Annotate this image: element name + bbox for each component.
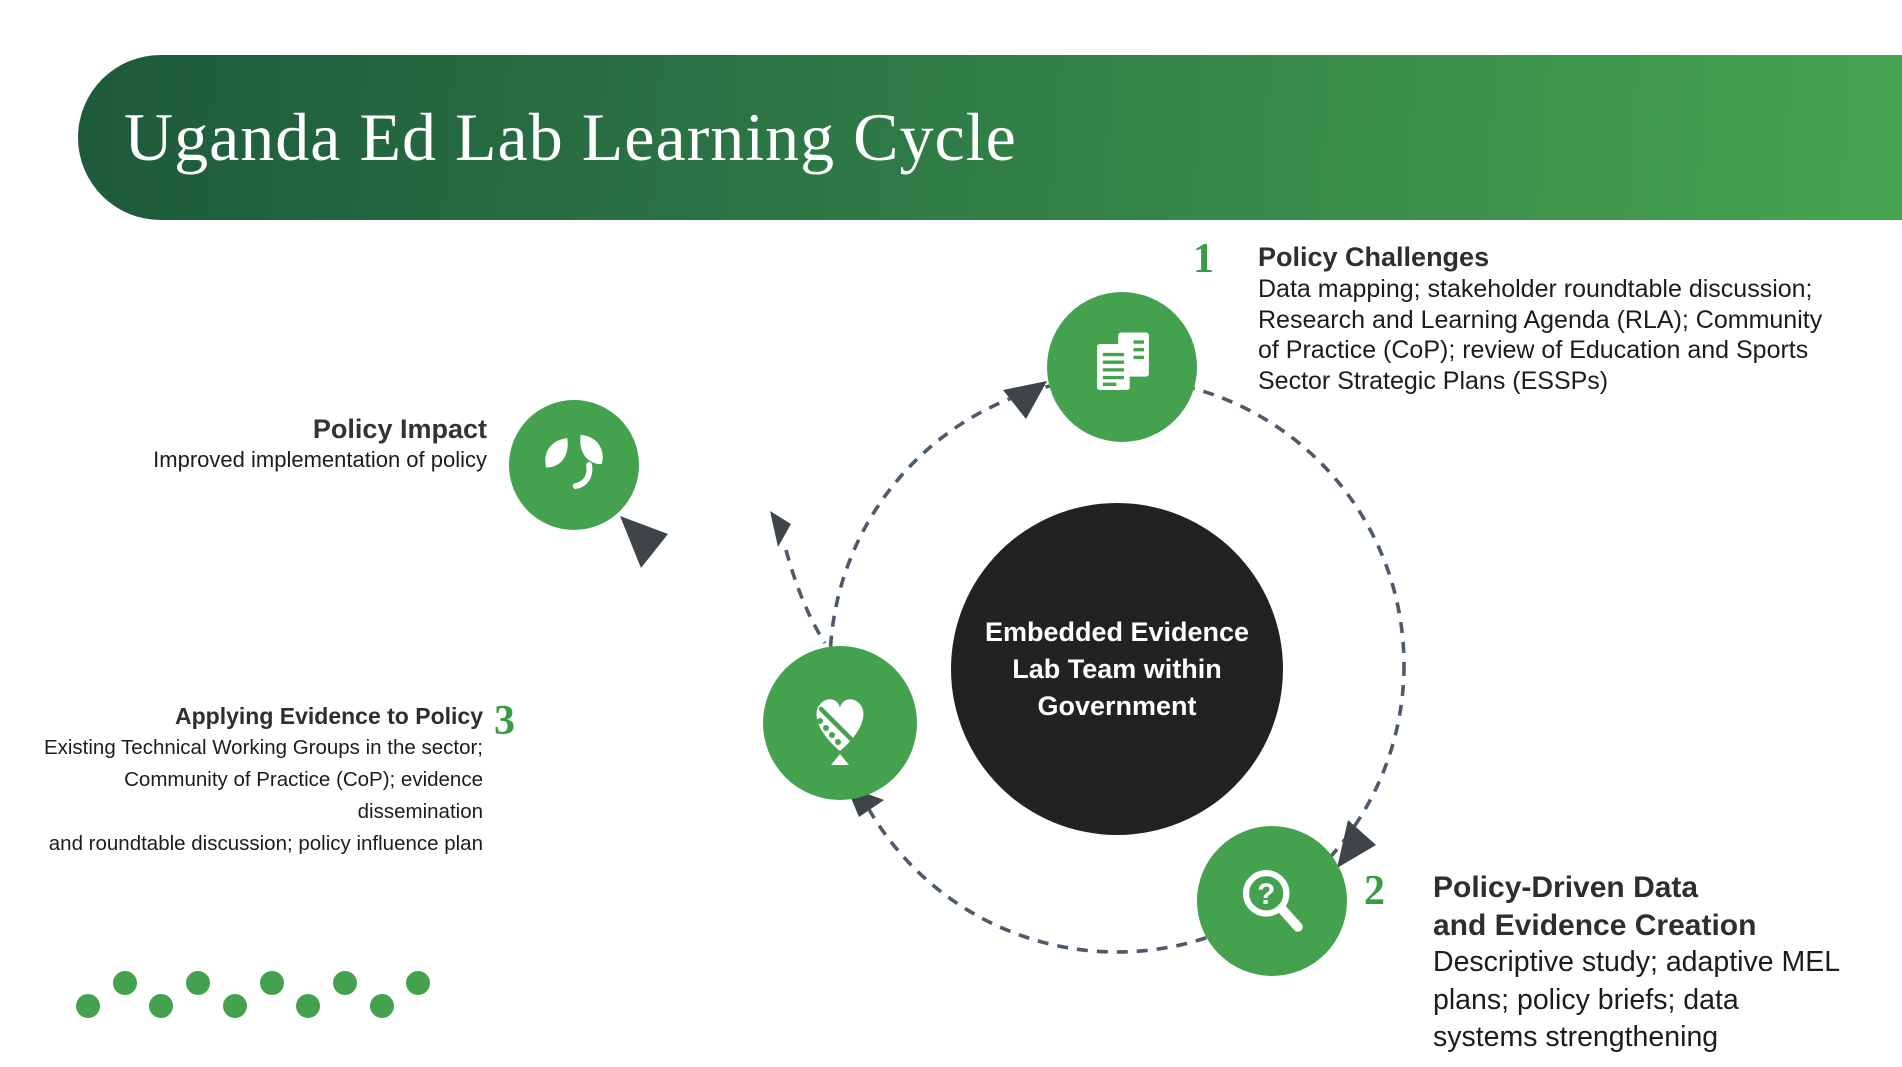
- step1-line: of Practice (CoP); review of Education a…: [1258, 336, 1809, 364]
- arrow-into-impact-icon: [620, 516, 668, 568]
- arrow-into-step1-icon: [1003, 381, 1047, 419]
- center-label: Embedded Evidence Lab Team within Govern…: [985, 614, 1249, 725]
- step3-text-block: Applying Evidence to Policy Existing Tec…: [28, 701, 483, 860]
- arrow-toward-impact-small-icon: [770, 511, 791, 547]
- step2-line: systems strengthening: [1433, 1021, 1719, 1053]
- step1-text-block: Policy Challenges Data mapping; stakehol…: [1258, 240, 1878, 396]
- center-label-line: Government: [1037, 690, 1197, 721]
- arrow-into-step2-icon: [1337, 820, 1376, 868]
- impact-branch-dashed-line: [784, 549, 827, 644]
- green-dot: [112, 971, 137, 995]
- center-label-line: Embedded Evidence: [984, 616, 1250, 647]
- step1-heading: Policy Challenges: [1258, 242, 1490, 272]
- green-dot: [76, 994, 100, 1018]
- step3-heading: Applying Evidence to Policy: [174, 703, 483, 729]
- step1-line: Sector Strategic Plans (ESSPs): [1258, 366, 1609, 395]
- magnifier-question-icon: ?: [1242, 870, 1303, 932]
- center-label-line: Lab Team within: [1012, 653, 1222, 684]
- impact-circle: [509, 400, 639, 530]
- step1-line: Data mapping; stakeholder roundtable dis…: [1258, 275, 1813, 303]
- step2-line: Descriptive study; adaptive MEL: [1433, 946, 1841, 978]
- green-dot: [186, 971, 211, 995]
- step3-number: 3: [494, 698, 515, 744]
- impact-heading: Policy Impact: [312, 414, 487, 444]
- handshake-icon: [816, 699, 864, 765]
- step2-line: plans; policy briefs; data: [1433, 983, 1739, 1016]
- step2-text-block: Policy-Driven Data and Evidence Creation…: [1433, 869, 1902, 1057]
- green-dot: [332, 971, 357, 995]
- svg-text:?: ?: [1257, 878, 1275, 911]
- step1-line: Research and Learning Agenda (RLA); Comm…: [1258, 305, 1823, 334]
- documents-icon: [1097, 332, 1149, 391]
- green-dot: [406, 971, 431, 995]
- step3-circle: [763, 646, 917, 800]
- step2-number: 2: [1364, 868, 1385, 914]
- green-dot: [259, 971, 284, 995]
- title-banner: Uganda Ed Lab Learning Cycle: [78, 55, 1902, 220]
- green-dot: [222, 994, 247, 1018]
- step3-line: Community of Practice (CoP); evidence di…: [124, 768, 483, 823]
- green-dot: [369, 994, 394, 1018]
- step2-circle: ?: [1197, 826, 1347, 976]
- step2-heading: and Evidence Creation: [1433, 908, 1757, 942]
- page-title: Uganda Ed Lab Learning Cycle: [124, 99, 1017, 175]
- impact-line: Improved implementation of policy: [153, 447, 487, 472]
- step3-line: Existing Technical Working Groups in the…: [43, 736, 483, 759]
- step3-line: and roundtable discussion; policy influe…: [48, 832, 483, 855]
- center-circle: Embedded Evidence Lab Team within Govern…: [951, 503, 1283, 835]
- impact-text-block: Policy Impact Improved implementation of…: [95, 413, 487, 474]
- green-dot: [296, 994, 321, 1018]
- seedling-icon: [545, 434, 603, 489]
- step1-circle: [1047, 292, 1197, 442]
- step1-number: 1: [1193, 236, 1214, 282]
- green-dot: [149, 994, 174, 1018]
- step2-heading: Policy-Driven Data: [1433, 871, 1699, 904]
